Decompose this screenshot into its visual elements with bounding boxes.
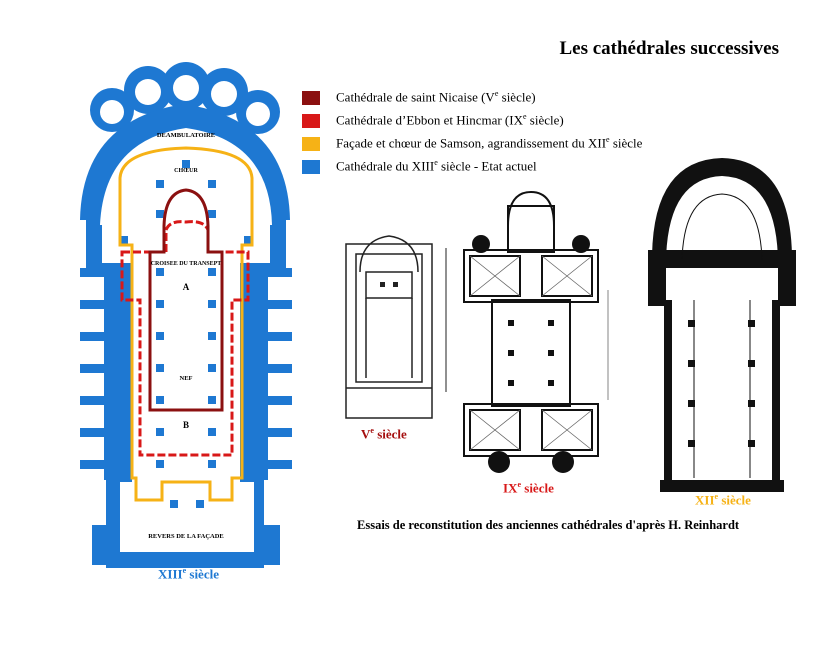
label-a: A: [183, 282, 190, 292]
ix-century-label: IXe siècle: [503, 480, 554, 496]
figure-caption: Essais de reconstitution des anciennes c…: [357, 518, 740, 532]
legend: Cathédrale de saint Nicaise (Ve siècle) …: [302, 86, 642, 178]
legend-item-current: Cathédrale du XIIIe siècle - Etat actuel: [302, 155, 642, 178]
legend-swatch-current: [302, 159, 320, 174]
nicaise-outline: [148, 188, 224, 412]
xiii-century-label: XIIIe siècle: [158, 566, 219, 582]
label-b: B: [183, 420, 189, 430]
v-century-label: Ve siècle: [361, 426, 407, 442]
legend-label-current: Cathédrale du XIIIe siècle - Etat actuel: [336, 158, 537, 174]
legend-item-nicaise: Cathédrale de saint Nicaise (Ve siècle): [302, 86, 642, 109]
label-crossing: CROISEE DU TRANSEPT: [151, 261, 222, 267]
samson-outline: [118, 146, 254, 502]
legend-item-samson: Façade et chœur de Samson, agrandissemen…: [302, 132, 642, 155]
label-nave: NEF: [180, 375, 193, 382]
legend-label-samson: Façade et chœur de Samson, agrandissemen…: [336, 135, 643, 151]
xii-century-label: XIIe siècle: [695, 492, 751, 508]
legend-label-nicaise: Cathédrale de saint Nicaise (Ve siècle): [336, 89, 536, 105]
label-facade: REVERS DE LA FAÇADE: [148, 533, 224, 540]
page-title: Les cathédrales successives: [559, 38, 779, 59]
ebbon-outline: [120, 220, 250, 457]
legend-item-ebbon: Cathédrale d’Ebbon et Hincmar (IXe siècl…: [302, 109, 642, 132]
legend-label-ebbon: Cathédrale d’Ebbon et Hincmar (IXe siècl…: [336, 112, 564, 128]
legend-swatch-ebbon: [302, 113, 320, 128]
label-choir: CHŒUR: [174, 168, 198, 174]
label-ambulatory: DEAMBULATOIRE: [157, 132, 215, 139]
legend-swatch-nicaise: [302, 90, 320, 105]
nave-piers: [120, 160, 252, 508]
buttresses: [80, 268, 292, 565]
legend-swatch-samson: [302, 136, 320, 151]
